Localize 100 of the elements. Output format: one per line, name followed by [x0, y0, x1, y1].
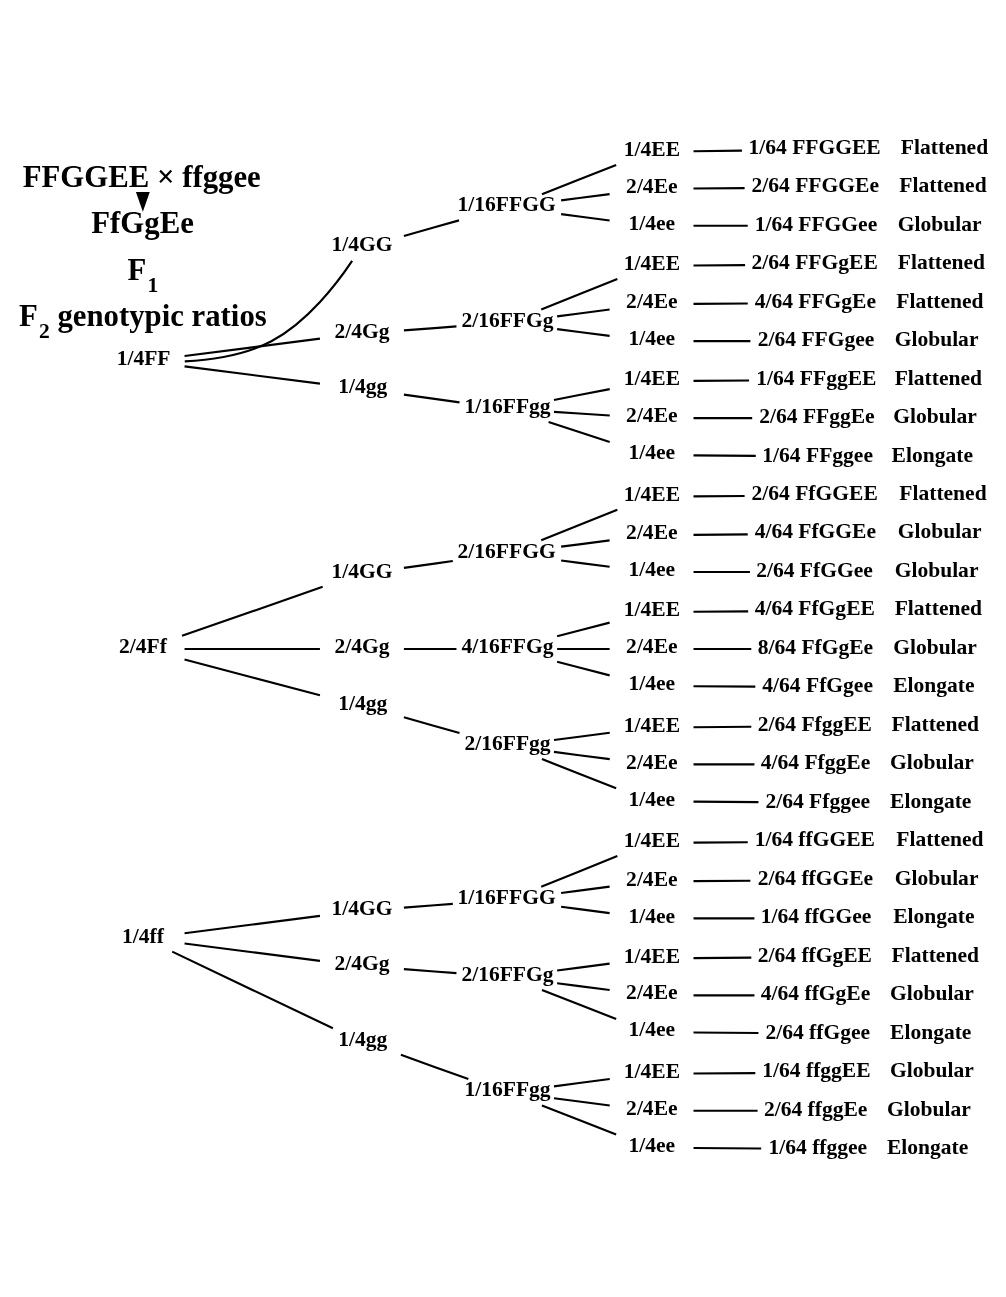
- connector: [693, 301, 748, 305]
- node-text: 1/64 ffGGee: [760, 903, 872, 928]
- node-text: 1/4GG: [331, 558, 393, 583]
- node-text: 2/64 ffGgEE: [757, 942, 872, 967]
- node-text: 1/4EE: [623, 712, 681, 737]
- node-text: 4/64 FFGgEe: [754, 288, 877, 313]
- node-text: 1/4ee: [628, 210, 676, 235]
- connector: [556, 621, 610, 637]
- node-text: 1/4ff: [122, 923, 164, 948]
- node-text: 1/64 FFGGEE: [748, 134, 881, 159]
- node-text: 2/64 ffggEe: [763, 1096, 868, 1121]
- connector: [693, 186, 745, 190]
- label: F$_{2}$ genotypic ratios: [18, 298, 267, 343]
- connector: [184, 337, 321, 357]
- connector: [403, 324, 457, 331]
- node-text: 1/64 FFggee: [762, 442, 873, 467]
- node-label: Elongate: [893, 903, 975, 928]
- connector: [403, 393, 460, 403]
- connector: [561, 538, 610, 548]
- node-text: 1/4EE: [623, 943, 681, 968]
- node-label: Globular: [894, 557, 979, 582]
- node-text: 1/4EE: [623, 596, 681, 621]
- node-label: Flattened: [899, 480, 987, 505]
- connector: [693, 416, 753, 419]
- node-text: 2/4Ee: [626, 866, 678, 891]
- node-text: 1/4ee: [628, 786, 676, 811]
- connector: [693, 879, 751, 882]
- node-text: 1/4ee: [628, 1132, 676, 1157]
- node-text: 1/4ee: [628, 325, 676, 350]
- node-label: Globular: [894, 326, 979, 351]
- node-text: 2/64 FfGGEE: [751, 480, 878, 505]
- connector: [403, 715, 460, 734]
- connector: [181, 585, 324, 637]
- connector: [560, 558, 610, 568]
- node-text: 1/4gg: [338, 373, 388, 398]
- node-text: 2/64 Ffggee: [765, 788, 871, 813]
- connector: [171, 950, 334, 1029]
- connector: [693, 800, 759, 803]
- connector: [541, 988, 617, 1020]
- node-label: Flattened: [897, 249, 986, 274]
- node-text: 4/64 FfGgee: [762, 672, 873, 697]
- node-label: Globular: [893, 403, 977, 428]
- node-text: 4/64 FfggEe: [760, 749, 871, 774]
- connector: [693, 647, 752, 650]
- node-label: Elongate: [890, 1019, 972, 1044]
- node-text: 1/4FF: [116, 345, 171, 370]
- connector: [561, 885, 610, 894]
- node-text: 4/16FFGg: [461, 633, 554, 658]
- node-label: Flattened: [891, 711, 979, 736]
- node-text: 2/4Gg: [334, 950, 390, 975]
- node-text: 1/4EE: [623, 827, 681, 852]
- connector: [693, 224, 748, 227]
- connector: [557, 327, 610, 337]
- node-label: Globular: [893, 634, 977, 659]
- node-label: Elongate: [891, 442, 973, 467]
- connector: [557, 981, 610, 991]
- node-text: 1/4EE: [623, 1058, 681, 1083]
- node-text: 2/4Ee: [626, 1095, 678, 1120]
- node-text: 2/4Gg: [334, 633, 390, 658]
- connector: [693, 532, 748, 536]
- node-label: Globular: [890, 749, 974, 774]
- node-text: 2/4Ee: [626, 749, 678, 774]
- node-text: 8/64 FfGgEe: [757, 634, 874, 659]
- node-text: 1/64 ffggee: [768, 1134, 868, 1159]
- node-text: 2/16FFGg: [461, 961, 554, 986]
- node-text: 2/4Ee: [626, 519, 678, 544]
- node-text: 1/4EE: [623, 365, 681, 390]
- node-text: 2/16FFgg: [464, 730, 551, 755]
- node-text: 1/4EE: [623, 481, 681, 506]
- connector: [693, 1109, 758, 1112]
- connector: [693, 570, 750, 573]
- node-label: Globular: [894, 865, 979, 890]
- connector: [693, 762, 755, 765]
- node-text: FfGgEe: [91, 205, 194, 240]
- connector: [693, 993, 755, 996]
- node-label: Flattened: [894, 595, 983, 620]
- connector: [561, 905, 610, 914]
- node-text: 2/64 ffGGEe: [757, 865, 874, 890]
- connector: [540, 854, 618, 888]
- connector: [557, 962, 610, 972]
- connector: [540, 508, 618, 541]
- connector: [184, 941, 321, 962]
- connector: [693, 609, 749, 613]
- node-text: 2/64 FFGGEe: [751, 172, 879, 197]
- connector: [553, 731, 610, 741]
- node-text: 1/4EE: [623, 136, 681, 161]
- node-text: 1/16FFgg: [464, 393, 551, 418]
- node-label: Flattened: [900, 134, 989, 159]
- node-label: Flattened: [899, 172, 987, 197]
- arrow: [135, 191, 150, 212]
- connector: [693, 956, 752, 959]
- node-text: 1/4ee: [628, 670, 676, 695]
- node-text: 1/64 ffGGEE: [754, 826, 875, 851]
- connector: [693, 149, 742, 152]
- node-text: 2/64 FFGgee: [757, 326, 875, 351]
- connector: [553, 1077, 610, 1087]
- node-text: 1/4ee: [628, 903, 676, 928]
- connector: [693, 1030, 759, 1034]
- node-text: 2/64 ffGgee: [765, 1019, 871, 1044]
- connector: [693, 1071, 756, 1075]
